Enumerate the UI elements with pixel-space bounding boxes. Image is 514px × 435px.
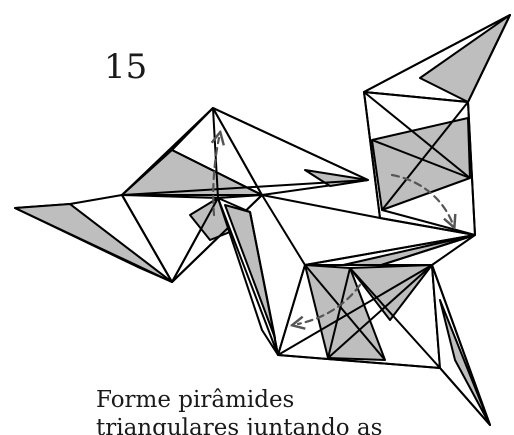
left-pyramid-body — [121, 107, 263, 283]
curved-arrow-down-icon — [390, 173, 452, 222]
left-pyramid-unit — [14, 107, 369, 283]
curved-arrow-up-icon — [213, 138, 219, 217]
instruction-caption: Forme pirâmides triangulares juntando as — [96, 386, 396, 435]
top-right-spike — [363, 14, 511, 103]
step-number: 15 — [104, 47, 148, 87]
bottom-right-spike — [431, 264, 491, 426]
top-right-pyramid-body — [363, 91, 476, 236]
left-flap — [14, 194, 173, 283]
bottom-left-flap — [217, 197, 279, 356]
bottom-pyramid-unit — [217, 194, 491, 426]
top-right-pyramid-unit — [363, 14, 511, 236]
action-arrows — [213, 138, 452, 324]
bottom-pyramid-body — [277, 264, 441, 369]
left-upper-flap — [121, 107, 369, 196]
caption-line-1: Forme pirâmides — [96, 387, 295, 413]
curved-arrow-left-icon — [298, 283, 362, 324]
caption-line-2: triangulares juntando as — [96, 415, 383, 435]
